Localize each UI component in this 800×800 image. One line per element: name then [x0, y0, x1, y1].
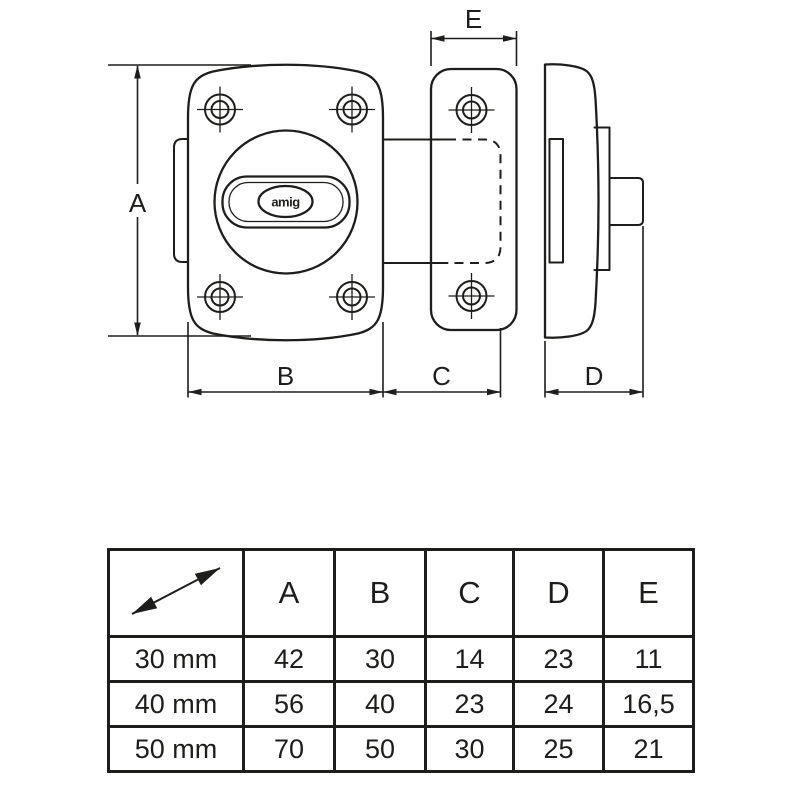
arrowhead	[383, 388, 397, 396]
value-b: 30	[333, 635, 427, 683]
value-e: 16,5	[602, 680, 695, 728]
value-b: 40	[333, 680, 427, 728]
dimension-d: D	[544, 226, 644, 398]
col-header-a: A	[242, 548, 336, 638]
dimension-a: A	[108, 64, 251, 337]
front-view: amig	[173, 63, 385, 342]
size-label: 40 mm	[107, 680, 245, 728]
screw-hole-icon	[447, 86, 496, 134]
table-row: 50 mm 70 50 30 25 21	[107, 725, 695, 773]
dim-label-c: C	[432, 361, 451, 391]
value-c: 23	[424, 680, 515, 728]
rosette-circle	[213, 129, 359, 275]
table-row: 40 mm 56 40 23 24 16,5	[107, 680, 695, 728]
value-c: 14	[424, 635, 515, 683]
arrowhead	[503, 35, 517, 42]
side-knob	[608, 177, 644, 226]
dim-label-d: D	[585, 361, 604, 391]
value-d: 23	[512, 635, 605, 683]
value-d: 25	[512, 725, 605, 773]
diagonal-arrow-icon	[131, 567, 220, 615]
arrowhead	[188, 388, 202, 396]
dim-label-b: B	[277, 361, 294, 391]
strike-plate-view	[382, 67, 518, 332]
label-mask	[125, 184, 150, 217]
col-header-b: B	[333, 548, 427, 638]
side-tab-outline	[173, 138, 189, 263]
screw-hole-icon	[328, 85, 376, 134]
arrowhead	[431, 35, 445, 42]
turn-knob-inner	[228, 181, 344, 223]
value-d: 24	[512, 680, 605, 728]
value-a: 56	[242, 680, 336, 728]
arrowhead	[134, 65, 141, 79]
screw-hole-icon	[196, 273, 244, 321]
screw-hole-icon	[328, 273, 376, 321]
arrowhead	[629, 388, 643, 396]
dimension-b: B	[187, 322, 384, 398]
size-label: 30 mm	[107, 635, 245, 683]
side-view	[543, 63, 644, 339]
arrowhead	[369, 388, 383, 396]
value-e: 11	[602, 635, 695, 683]
value-b: 50	[333, 725, 427, 773]
table-row: 30 mm 42 30 14 23 11	[107, 635, 695, 683]
strike-plate-outline	[429, 67, 518, 332]
technical-drawing: amig A	[108, 4, 644, 398]
dim-label-e: E	[465, 4, 482, 34]
col-header-c: C	[424, 548, 515, 638]
value-c: 30	[424, 725, 515, 773]
side-step	[593, 126, 611, 271]
brand-logo-oval	[257, 184, 314, 219]
arrowhead	[545, 388, 559, 396]
lock-body-outline	[186, 63, 385, 342]
col-header-d: D	[512, 548, 605, 638]
value-a: 42	[242, 635, 336, 683]
dimension-c: C	[383, 328, 502, 398]
value-e: 21	[602, 725, 695, 773]
col-header-e: E	[602, 548, 695, 638]
turn-knob-outer	[221, 175, 351, 229]
bolt-hidden-outline	[447, 138, 502, 264]
screw-hole-icon	[196, 85, 244, 134]
dimension-e: E	[430, 4, 518, 66]
dimension-table: A B C D E 30 mm 42 30 14 23 11 40 mm 56 …	[107, 548, 695, 773]
screw-hole-icon	[447, 272, 496, 320]
dim-label-a: A	[129, 188, 147, 218]
side-slot	[548, 138, 564, 264]
brand-logo-text: amig	[271, 195, 300, 210]
size-label: 50 mm	[107, 725, 245, 773]
diagonal-size-cell	[107, 548, 245, 638]
value-a: 70	[242, 725, 336, 773]
side-profile-outline	[543, 63, 600, 339]
arrowhead	[487, 388, 501, 396]
arrowhead	[134, 322, 141, 336]
table-header-row: A B C D E	[107, 548, 695, 638]
